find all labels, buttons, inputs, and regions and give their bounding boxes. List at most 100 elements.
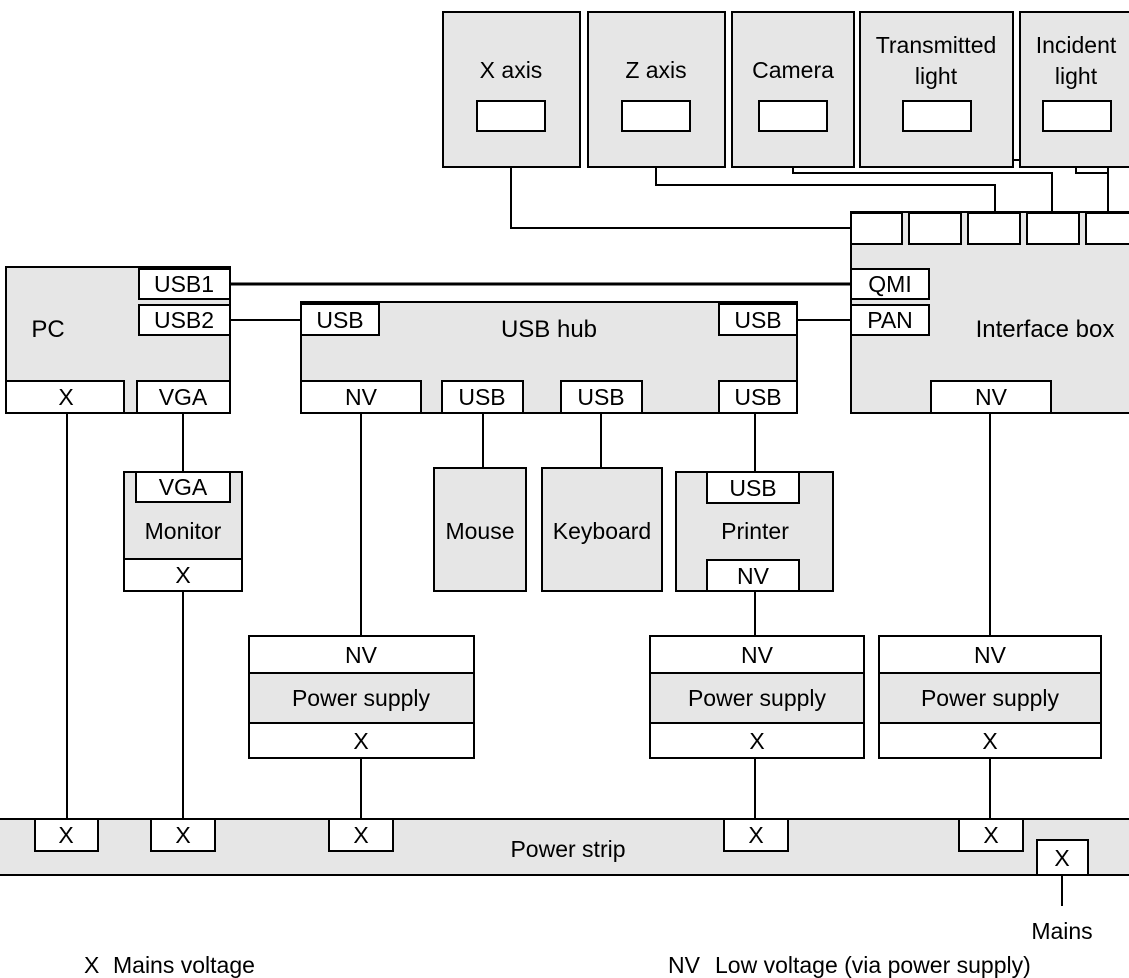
incident-light-device: Incident light — [1019, 11, 1129, 168]
power-supply-interface-x-label: X — [982, 728, 997, 754]
power-supply-printer-label: Power supply — [688, 685, 827, 711]
x-axis-port — [476, 100, 546, 132]
pc-vga-port — [136, 380, 231, 414]
pc-usb2-label: USB2 — [154, 307, 214, 333]
usb-hub-out-label: USB — [734, 307, 781, 333]
printer-label: Printer — [721, 518, 789, 544]
usb-hub-in-port — [300, 303, 380, 336]
interface-box-device: Interface box QMI PAN NV — [850, 211, 1129, 414]
power-supply-hub: NV Power supply X — [248, 635, 475, 759]
power-supply-printer-x-port — [649, 722, 865, 759]
camera-device: Camera — [731, 11, 855, 168]
usb-hub-printer-port — [718, 380, 798, 414]
interface-port-4 — [1026, 212, 1080, 245]
power-strip-socket-printer — [723, 818, 789, 852]
power-supply-printer: NV Power supply X — [649, 635, 865, 759]
power-strip-label: Power strip — [510, 836, 625, 862]
usb-hub-in-label: USB — [316, 307, 363, 333]
power-strip: Power strip X X X X X X — [0, 818, 1129, 876]
printer-device: USB Printer NV — [675, 471, 834, 592]
interface-qmi-port — [850, 268, 930, 300]
power-strip-socket-monitor — [150, 818, 216, 852]
legend-x-text: Mains voltage — [113, 952, 255, 978]
interface-pan-port — [850, 304, 930, 336]
pc-usb1-label: USB1 — [154, 271, 214, 297]
pc-vga-label: VGA — [159, 384, 208, 410]
usb-hub-mouse-port — [441, 380, 524, 414]
incident-light-label-line2: light — [1055, 63, 1098, 89]
usb-hub-device: USB hub USB USB NV USB USB USB — [300, 301, 798, 414]
power-supply-hub-label: Power supply — [292, 685, 431, 711]
power-supply-hub-x-label: X — [353, 728, 368, 754]
power-supply-interface: NV Power supply X — [878, 635, 1102, 759]
pc-device: PC USB1 USB2 X VGA — [5, 266, 231, 414]
power-strip-socket-pc — [34, 818, 99, 852]
camera-port — [758, 100, 828, 132]
interface-box-label: Interface box — [976, 316, 1115, 343]
keyboard-label: Keyboard — [553, 518, 651, 544]
usb-hub-out-port — [718, 303, 798, 336]
usb-hub-label: USB hub — [501, 316, 597, 343]
z-axis-label: Z axis — [625, 57, 686, 83]
power-strip-socket-hub — [328, 818, 394, 852]
interface-port-5 — [1085, 212, 1129, 245]
pc-x-port — [5, 380, 125, 414]
interface-nv-port — [930, 380, 1052, 414]
mouse-label: Mouse — [445, 518, 514, 544]
interface-pan-label: PAN — [867, 307, 913, 333]
mouse-device: Mouse — [433, 467, 527, 592]
printer-nv-port — [706, 559, 800, 592]
power-supply-interface-nv-label: NV — [974, 642, 1007, 668]
monitor-label: Monitor — [145, 518, 222, 544]
power-supply-printer-x-label: X — [749, 728, 764, 754]
pc-usb2-port — [138, 304, 231, 336]
pc-x-label: X — [58, 384, 73, 410]
power-strip-socket-printer-label: X — [748, 822, 763, 848]
monitor-x-port — [123, 558, 243, 592]
usb-hub-mouse-port-label: USB — [458, 384, 505, 410]
pc-usb1-port — [138, 268, 231, 300]
power-strip-mains-plug-label: X — [1054, 845, 1069, 871]
interface-nv-label: NV — [975, 384, 1008, 410]
usb-hub-nv-port — [300, 380, 422, 414]
legend: X Mains voltage NV Low voltage (via powe… — [84, 952, 1031, 978]
mains-label: Mains — [1031, 918, 1092, 944]
power-supply-printer-nv-label: NV — [741, 642, 774, 668]
monitor-device: VGA Monitor X — [123, 471, 243, 592]
transmitted-light-port — [902, 100, 972, 132]
interface-port-3 — [967, 212, 1021, 245]
printer-usb-port — [706, 471, 800, 504]
power-strip-socket-hub-label: X — [353, 822, 368, 848]
keyboard-device: Keyboard — [541, 467, 663, 592]
power-supply-printer-nv-port — [649, 635, 865, 674]
monitor-x-label: X — [175, 562, 190, 588]
printer-usb-label: USB — [729, 475, 776, 501]
usb-hub-keyboard-port — [560, 380, 643, 414]
interface-port-2 — [908, 212, 962, 245]
power-strip-socket-interface — [958, 818, 1024, 852]
monitor-vga-port — [135, 471, 231, 503]
interface-qmi-label: QMI — [868, 271, 911, 297]
power-strip-mains-plug — [1036, 839, 1089, 876]
incident-light-label-line1: Incident — [1036, 32, 1117, 58]
legend-nv-symbol: NV — [668, 952, 701, 978]
transmitted-light-device: Transmitted light — [859, 11, 1014, 168]
usb-hub-printer-port-label: USB — [734, 384, 781, 410]
x-axis-label: X axis — [480, 57, 543, 83]
camera-label: Camera — [752, 57, 834, 83]
power-strip-socket-interface-label: X — [983, 822, 998, 848]
transmitted-light-label-line1: Transmitted — [876, 32, 997, 58]
power-supply-hub-nv-label: NV — [345, 642, 378, 668]
transmitted-light-label-line2: light — [915, 63, 958, 89]
power-supply-hub-x-port — [248, 722, 475, 759]
legend-nv-text: Low voltage (via power supply) — [715, 952, 1031, 978]
power-strip-socket-pc-label: X — [58, 822, 73, 848]
x-axis-device: X axis — [442, 11, 581, 168]
power-strip-socket-monitor-label: X — [175, 822, 190, 848]
power-supply-interface-label: Power supply — [921, 685, 1060, 711]
pc-label: PC — [31, 316, 64, 343]
power-supply-interface-x-port — [878, 722, 1102, 759]
usb-hub-keyboard-port-label: USB — [577, 384, 624, 410]
incident-light-port — [1042, 100, 1112, 132]
